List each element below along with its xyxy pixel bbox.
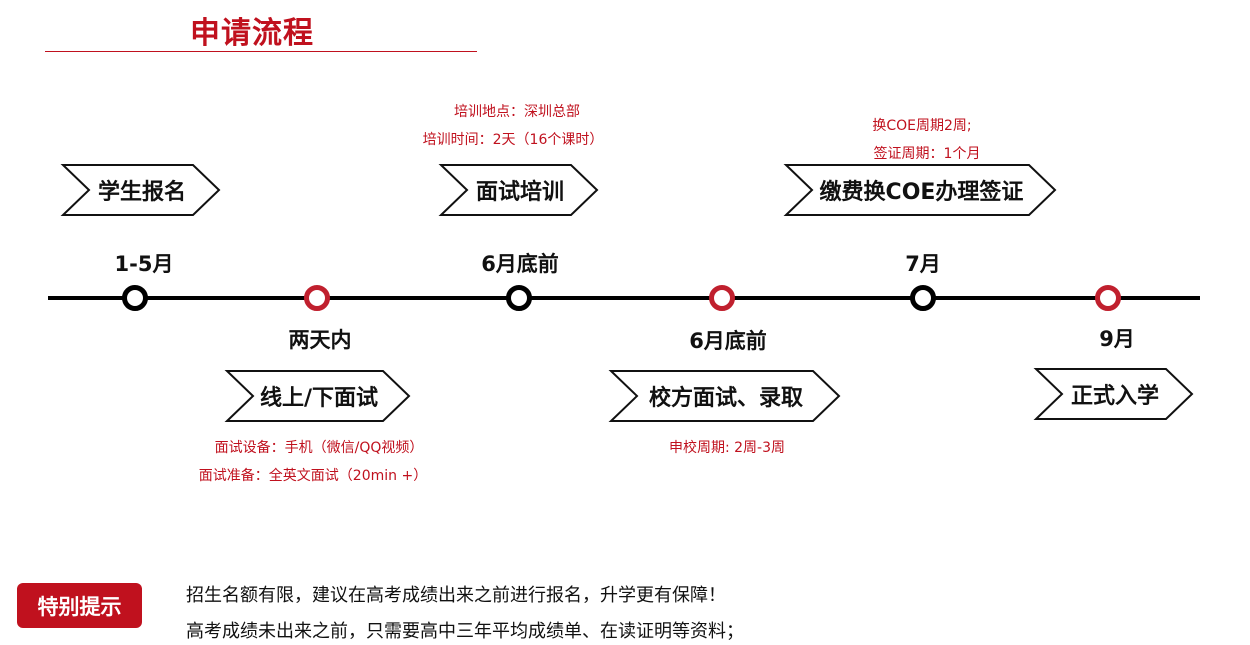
note-school-cycle: 申校周期: 2周-3周 (668, 440, 786, 456)
timeline-node-5 (910, 285, 936, 311)
tip-line-2: 高考成绩未出来之前，只需要高中三年平均成绩单、在读证明等资料； (186, 621, 744, 642)
step-label-6: 正式入学 (1070, 384, 1159, 409)
step-label-4: 校方面试、录取 (648, 386, 803, 411)
step-label-1: 学生报名 (97, 180, 186, 205)
date-label-6: 9月 (1099, 327, 1135, 351)
step-chevron-3: 面试培训 (438, 164, 599, 216)
step-chevron-4: 校方面试、录取 (608, 370, 841, 422)
date-label-1: 1-5月 (114, 252, 174, 276)
chevron-arrow-icon (783, 164, 1057, 216)
title-underline (45, 51, 477, 52)
note-interview-prep: 面试准备：全英文面试（20min +） (198, 468, 428, 484)
timeline-node-6 (1095, 285, 1121, 311)
chevron-arrow-icon (224, 370, 411, 422)
note-training-time: 培训时间：2天（16个课时） (422, 132, 604, 148)
step-label-3: 面试培训 (475, 180, 564, 205)
step-chevron-6: 正式入学 (1033, 368, 1194, 420)
chevron-arrow-icon (608, 370, 841, 422)
note-visa-cycle: 签证周期：1个月 (873, 146, 981, 162)
chevron-arrow-icon (60, 164, 221, 216)
chevron-arrow-icon (1033, 368, 1194, 420)
timeline-node-1 (122, 285, 148, 311)
chevron-arrow-icon (438, 164, 599, 216)
step-label-5: 缴费换COE办理签证 (819, 180, 1024, 205)
timeline-node-3 (506, 285, 532, 311)
special-tip-badge: 特别提示 (17, 583, 142, 628)
date-label-5: 7月 (905, 252, 941, 276)
step-chevron-1: 学生报名 (60, 164, 221, 216)
date-label-4: 6月底前 (689, 329, 767, 353)
step-label-2: 线上/下面试 (259, 386, 379, 411)
timeline-line (48, 296, 1200, 300)
timeline-node-2 (304, 285, 330, 311)
note-training-location: 培训地点：深圳总部 (454, 104, 580, 120)
step-chevron-5: 缴费换COE办理签证 (783, 164, 1057, 216)
date-label-2: 两天内 (288, 328, 352, 352)
note-interview-device: 面试设备：手机（微信/QQ视频） (214, 440, 424, 456)
step-chevron-2: 线上/下面试 (224, 370, 411, 422)
page-title: 申请流程 (190, 16, 314, 51)
date-label-3: 6月底前 (481, 252, 559, 276)
tip-line-1: 招生名额有限，建议在高考成绩出来之前进行报名，升学更有保障！ (186, 585, 726, 606)
timeline-node-4 (709, 285, 735, 311)
note-coe-cycle: 换COE周期2周; (872, 118, 972, 134)
